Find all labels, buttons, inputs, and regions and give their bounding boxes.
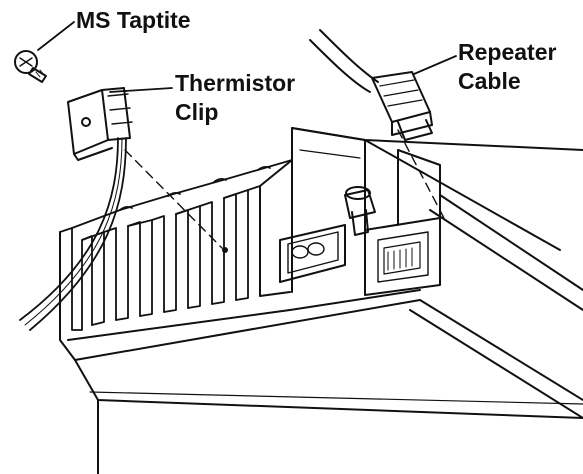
repeater-cable-label-line2: Cable: [458, 68, 521, 94]
thermistor-clip: [67, 87, 133, 161]
panel-post: [344, 186, 376, 236]
dsub-connector: [279, 224, 346, 283]
repeater-cable-label-line1: Repeater: [458, 39, 557, 65]
chassis: [59, 127, 583, 474]
ms-taptite-label: MS Taptite: [76, 7, 191, 33]
leader-ms-taptite: [37, 21, 75, 51]
mounting-hole: [222, 247, 228, 253]
thermistor-clip-label-line1: Thermistor: [175, 70, 296, 96]
ms-taptite-screw: [14, 50, 47, 83]
leader-repeater-cable: [413, 55, 457, 75]
heat-sink-fins: [59, 159, 293, 331]
thermistor-wires: [19, 137, 127, 331]
alignment-lines: [124, 129, 446, 249]
modular-jack: [364, 149, 441, 296]
leader-lines: [37, 21, 457, 93]
leader-thermistor-clip: [109, 87, 173, 93]
thermistor-clip-label-line2: Clip: [175, 99, 219, 125]
repeater-cable: [309, 29, 433, 141]
